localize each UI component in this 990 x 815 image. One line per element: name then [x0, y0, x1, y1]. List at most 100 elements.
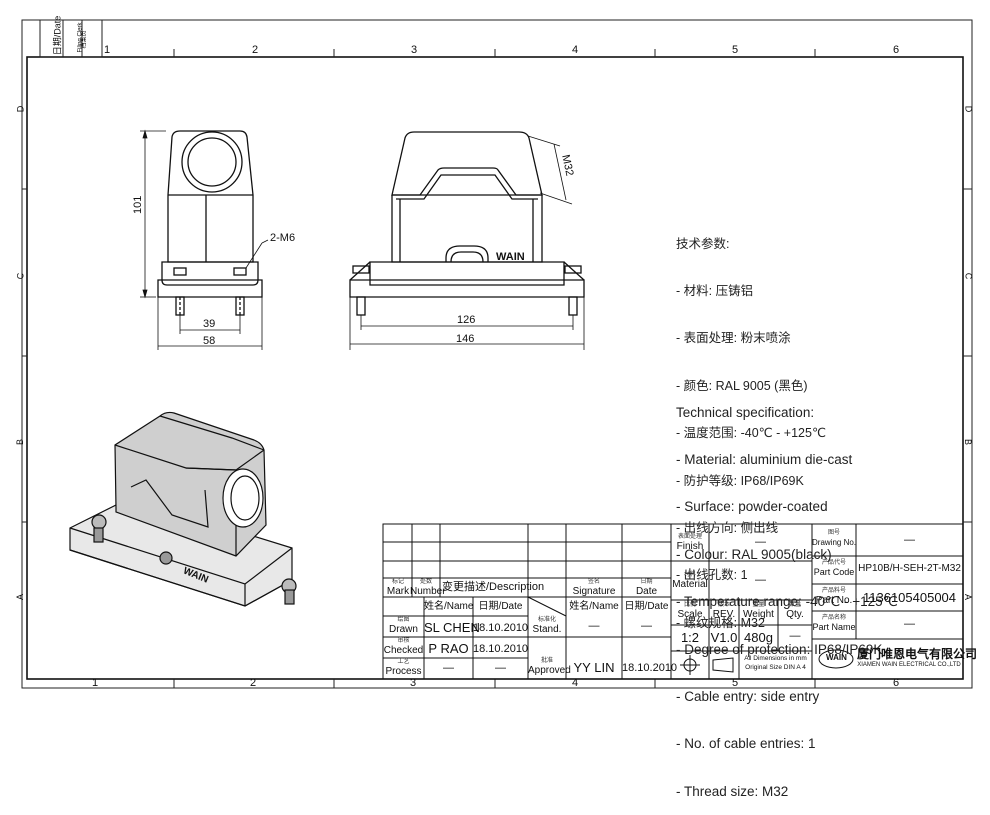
value-qty: —: [789, 630, 801, 642]
stand-date: —: [641, 620, 652, 632]
row-right-b: B: [963, 438, 974, 446]
value-finish: —: [755, 536, 766, 548]
col-name: 姓名/Name: [424, 601, 474, 612]
col-top-4: 4: [572, 44, 579, 56]
spec-cn-line: - 材料: 压铸铝: [676, 283, 754, 298]
col-top-1: 1: [104, 44, 111, 56]
spec-en-line: - Material: aluminium die-cast: [676, 451, 853, 467]
spec-en-line: - Surface: powder-coated: [676, 499, 828, 515]
side-view-dimensions: [140, 129, 269, 350]
spec-cn-line: - 表面处理: 粉末喷涂: [676, 331, 791, 346]
row-right-c: C: [963, 272, 974, 280]
value-part-name: —: [904, 618, 915, 630]
approved-date: 18.10.2010: [622, 662, 678, 674]
row-left-c: C: [15, 272, 26, 280]
spec-cn-line: - 温度范围: -40℃ - +125℃: [676, 426, 826, 441]
dims-note: All Dimensions in mm Original Size DIN A…: [739, 654, 812, 672]
spec-en-line: - Colour: RAL 9005(black): [676, 546, 832, 562]
tab-date: 日期/Date: [52, 15, 63, 56]
dim-screw: 2-M6: [270, 232, 295, 244]
process-name: —: [443, 662, 454, 674]
front-brand-mark: WAIN: [496, 251, 525, 263]
value-part-code: HP10B/H-SEH-2T-M32: [858, 563, 961, 574]
value-rev: V1.0: [710, 630, 738, 645]
spec-cn-line: - 出线方向: 侧出线: [676, 520, 779, 535]
value-material: —: [755, 574, 766, 586]
row-left-b: B: [15, 438, 26, 446]
drawn-name: SL CHEN: [424, 620, 480, 635]
spec-en-line: - Cable entry: side entry: [676, 688, 820, 704]
value-weight: 480g: [744, 630, 773, 645]
spec-en-line: - No. of cable entries: 1: [676, 736, 816, 752]
col-bottom-5: 5: [732, 677, 739, 689]
filing-tab: [39, 19, 103, 58]
row-left-d: D: [15, 105, 26, 113]
drawn-date: 18.10.2010: [473, 622, 529, 634]
spec-cn: 技术参数: - 材料: 压铸铝 - 表面处理: 粉末喷涂 - 颜色: RAL 9…: [676, 205, 826, 647]
spec-en-line: - Degree of protection: IP68/IP69K: [676, 641, 883, 657]
dims-note-1: All Dimensions in mm: [744, 655, 807, 662]
spec-en-title: Technical specification:: [676, 404, 815, 420]
col-name-2: 姓名/Name: [569, 601, 619, 612]
spec-en-line: - Thread size: M32: [676, 783, 789, 799]
col-date: 日期/Date: [478, 601, 523, 612]
checked-date: 18.10.2010: [473, 643, 529, 655]
value-part-no: 1136105405004: [862, 590, 957, 605]
col-bottom-6: 6: [893, 677, 900, 689]
spec-cn-title: 技术参数:: [676, 236, 730, 251]
row-right-a: A: [963, 593, 974, 601]
side-view: [157, 130, 263, 316]
col-top-3: 3: [411, 44, 418, 56]
dim-126: 126: [457, 314, 475, 326]
projection-symbol: [680, 655, 734, 675]
rev-description: 变更描述/Description: [442, 581, 545, 593]
front-view: [349, 131, 585, 316]
col-top-5: 5: [732, 44, 739, 56]
zone-ticks: [22, 49, 972, 688]
wain-logo: [818, 649, 854, 669]
stand-name: —: [588, 620, 600, 632]
drawing-sheet: 101 2-M6 39 58 126 146 M32 WAIN: [21, 19, 973, 689]
spec-cn-line: - 出线孔数: 1: [676, 568, 748, 583]
checked-name: P RAO: [428, 641, 469, 656]
company-name-en: XIAMEN WAIN ELECTRICAL CO.,LTD: [857, 662, 961, 668]
dim-thread: M32: [559, 154, 575, 177]
spec-cn-line: - 螺纹规格: M32: [676, 615, 765, 630]
row-left-a: A: [15, 593, 26, 601]
outer-frame: [21, 19, 973, 689]
process-date: —: [495, 662, 506, 674]
col-top-6: 6: [893, 44, 900, 56]
col-bottom-3: 3: [410, 677, 417, 689]
col-top-2: 2: [252, 44, 259, 56]
dims-note-2: Original Size DIN A 4: [745, 664, 806, 671]
dim-height: 101: [132, 196, 144, 214]
col-bottom-4: 4: [572, 677, 579, 689]
company-name-cn: 厦门唯恩电气有限公司: [857, 647, 978, 661]
col-bottom-1: 1: [92, 677, 99, 689]
row-right-d: D: [963, 105, 974, 113]
value-drawing-no: —: [904, 534, 915, 546]
dim-39: 39: [203, 318, 215, 330]
front-view-dimensions: [349, 135, 585, 350]
spec-en: Technical specification: - Material: alu…: [676, 373, 898, 815]
isometric-view: [69, 411, 297, 607]
dim-58: 58: [203, 335, 215, 347]
spec-cn-line: - 颜色: RAL 9005 (黑色): [676, 378, 808, 393]
col-date-2: 日期/Date: [624, 601, 669, 612]
